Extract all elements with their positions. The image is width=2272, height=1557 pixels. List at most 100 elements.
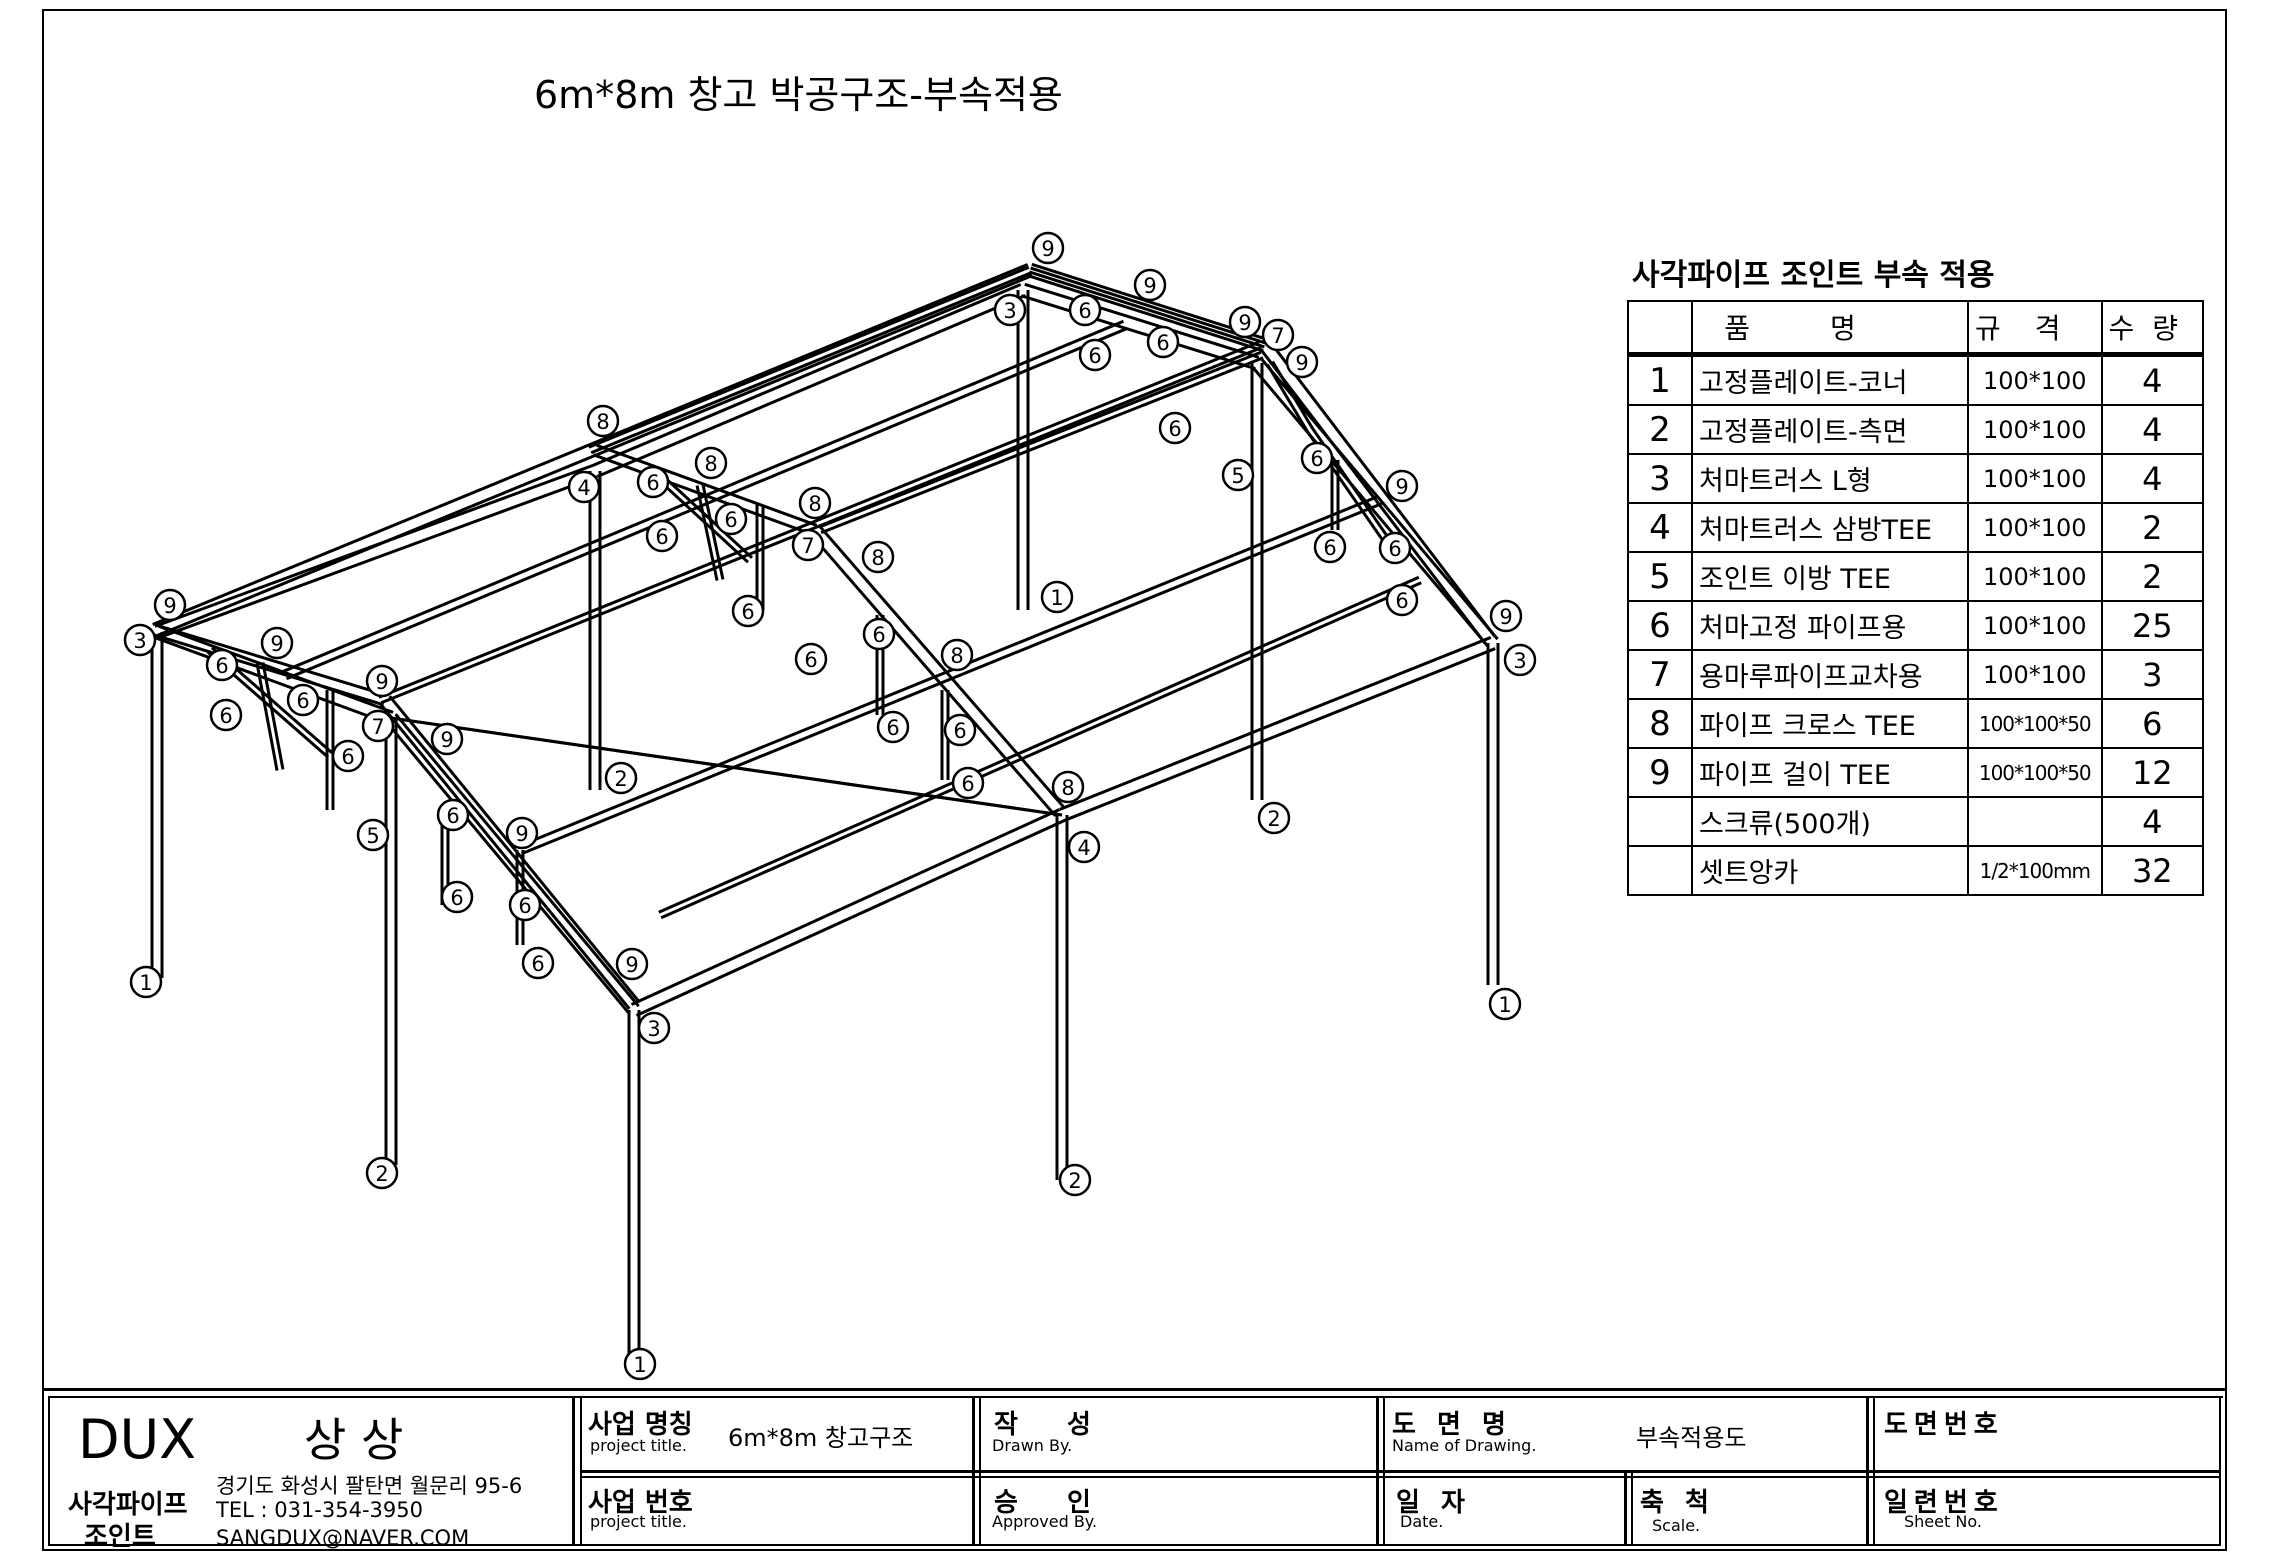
product-line-1: 사각파이프 [68, 1490, 188, 1520]
callout-label: 6 [446, 804, 459, 828]
callout-label: 1 [1498, 993, 1511, 1017]
part-qty: 32 [2100, 845, 2205, 896]
part-name: 고정플레이트-코너 [1691, 353, 1969, 406]
callout-label: 3 [1003, 299, 1016, 323]
callout-label: 9 [440, 728, 453, 752]
callout-label: 8 [596, 410, 609, 434]
callout-label: 6 [518, 894, 531, 918]
drawing-name-label: 도 면 명 [1392, 1410, 1512, 1440]
sheet-no-label: 일련번호 [1884, 1488, 2004, 1518]
part-qty: 4 [2100, 453, 2205, 504]
part-spec: 1/2*100mm [1967, 845, 2103, 896]
sheet-no-label-en: Sheet No. [1904, 1512, 1982, 1531]
callout-label: 6 [1088, 344, 1101, 368]
part-no: 4 [1627, 502, 1693, 553]
callout-bubble [1058, 1163, 1092, 1197]
callout-label: 6 [296, 689, 309, 713]
part-no: 3 [1627, 453, 1693, 504]
frame-member [517, 494, 1380, 848]
drawing-name-value: 부속적용도 [1636, 1424, 1747, 1452]
frame-member [158, 624, 394, 714]
frame-member [818, 525, 1066, 810]
callout-label: 4 [577, 476, 590, 500]
part-qty: 4 [2100, 796, 2205, 847]
callout-label: 8 [808, 492, 821, 516]
part-qty: 4 [2100, 353, 2205, 406]
part-no: 6 [1627, 600, 1693, 651]
parts-table-title: 사각파이프 조인트 부속 적용 [1632, 258, 1995, 293]
callout-bubble [1078, 338, 1112, 372]
callout-bubble [505, 816, 539, 850]
callout-bubble [694, 446, 728, 480]
frame-member [390, 716, 1063, 817]
date-label: 일 자 [1396, 1488, 1471, 1518]
callout-bubble [365, 1156, 399, 1190]
header-spec: 규격 [1967, 300, 2103, 357]
callout-label: 5 [366, 824, 379, 848]
callout-bubble [1228, 305, 1262, 339]
callout-label: 8 [1061, 776, 1074, 800]
frame-member [592, 283, 1022, 467]
frame-member [378, 340, 1260, 699]
callout-label: 6 [1395, 589, 1408, 613]
part-no: 1 [1627, 353, 1693, 406]
frame-member [596, 294, 1026, 478]
part-spec: 100*100*50 [1967, 747, 2103, 798]
callout-bubble [636, 465, 670, 499]
scale-label: 축 척 [1640, 1488, 1715, 1518]
callout-label: 9 [163, 594, 176, 618]
callout-bubble [1051, 770, 1085, 804]
frame-member [156, 623, 387, 697]
frame-member [385, 720, 631, 1015]
part-qty: 25 [2100, 600, 2205, 651]
project-no-label: 사업 번호 [588, 1488, 693, 1518]
callout-bubble [1146, 325, 1180, 359]
callout-bubble [861, 540, 895, 574]
part-qty: 6 [2100, 698, 2205, 749]
part-spec: 100*100 [1967, 453, 2103, 504]
part-name: 용마루파이프교차용 [1691, 649, 1969, 700]
callout-bubble [365, 664, 399, 698]
callout-label: 6 [1323, 536, 1336, 560]
product-line-2: 조인트 [84, 1522, 156, 1552]
callout-bubble [286, 683, 320, 717]
callout-label: 6 [1156, 331, 1169, 355]
callout-label: 2 [375, 1162, 388, 1186]
callout-label: 8 [950, 644, 963, 668]
frame-member [379, 702, 631, 1010]
part-name: 스크류(500개) [1691, 796, 1969, 847]
frame-member [1271, 360, 1314, 430]
callout-bubble [1158, 411, 1192, 445]
frame-member [261, 662, 285, 770]
callout-bubble [794, 642, 828, 676]
callout-bubble [1378, 531, 1412, 565]
project-name-label: 사업 명칭 [588, 1410, 693, 1440]
part-spec: 100*100 [1967, 551, 2103, 602]
frame-member [820, 356, 1264, 535]
callout-label: 6 [804, 648, 817, 672]
frame-member [588, 265, 1030, 449]
part-qty: 12 [2100, 747, 2205, 798]
callout-bubble [1503, 643, 1537, 677]
callout-bubble [361, 709, 395, 743]
company-tel: TEL : 031-354-3950 [216, 1498, 423, 1522]
callout-bubble [798, 486, 832, 520]
approved-by-label-en: Approved By. [992, 1512, 1098, 1531]
company-logo-text: DUX [78, 1408, 197, 1471]
frame-member [158, 475, 598, 640]
part-no: 2 [1627, 404, 1693, 455]
callout-bubble [205, 648, 239, 682]
frame-member [660, 581, 1422, 920]
frame-member [658, 575, 1420, 914]
callout-label: 8 [871, 546, 884, 570]
frame-member [695, 485, 719, 581]
callout-label: 3 [133, 629, 146, 653]
callout-bubble [791, 528, 825, 562]
